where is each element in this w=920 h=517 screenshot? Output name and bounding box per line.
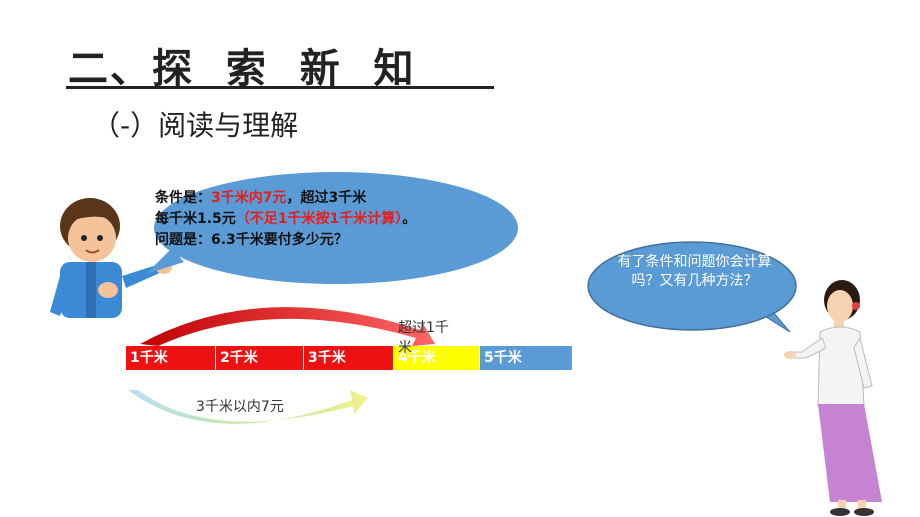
question-line: 问题是：6.3千米要付多少元？: [155, 232, 348, 248]
condition-speech-bubble: [146, 172, 518, 284]
segment-4km: 4千米: [394, 346, 480, 370]
teacher-illustration: [784, 280, 882, 516]
segment-5km: 5千米: [480, 346, 572, 370]
over-distance-arrow: [140, 307, 435, 346]
within-distance-arrow: [128, 390, 368, 424]
question-speech-bubble: [587, 241, 797, 333]
section-subtitle: （-）阅读与理解: [92, 109, 299, 142]
over-3km-label: 超过1千米: [398, 320, 449, 356]
within-3km-label: 3千米以内7元: [196, 399, 284, 415]
condition-line-1: 条件是：3千米内7元，超过3千米: [155, 190, 367, 206]
distance-bar: 1千米 2千米 3千米 4千米 5千米: [126, 346, 572, 370]
condition-text: 条件是：3千米内7元，超过3千米 每千米1.5元（不足1千米按1千米计算）。 问…: [155, 188, 416, 251]
segment-3km: 3千米: [304, 346, 394, 370]
segment-2km: 2千米: [216, 346, 304, 370]
title-underline: [66, 86, 494, 89]
condition-line-2: 每千米1.5元（不足1千米按1千米计算）。: [155, 211, 417, 227]
boy-illustration: [50, 198, 172, 318]
segment-1km: 1千米: [126, 346, 216, 370]
page-title: 二、探 索 新 知: [68, 45, 416, 92]
question-bubble-text: 有了条件和问题你会计算吗？又有几种方法？: [617, 254, 772, 289]
